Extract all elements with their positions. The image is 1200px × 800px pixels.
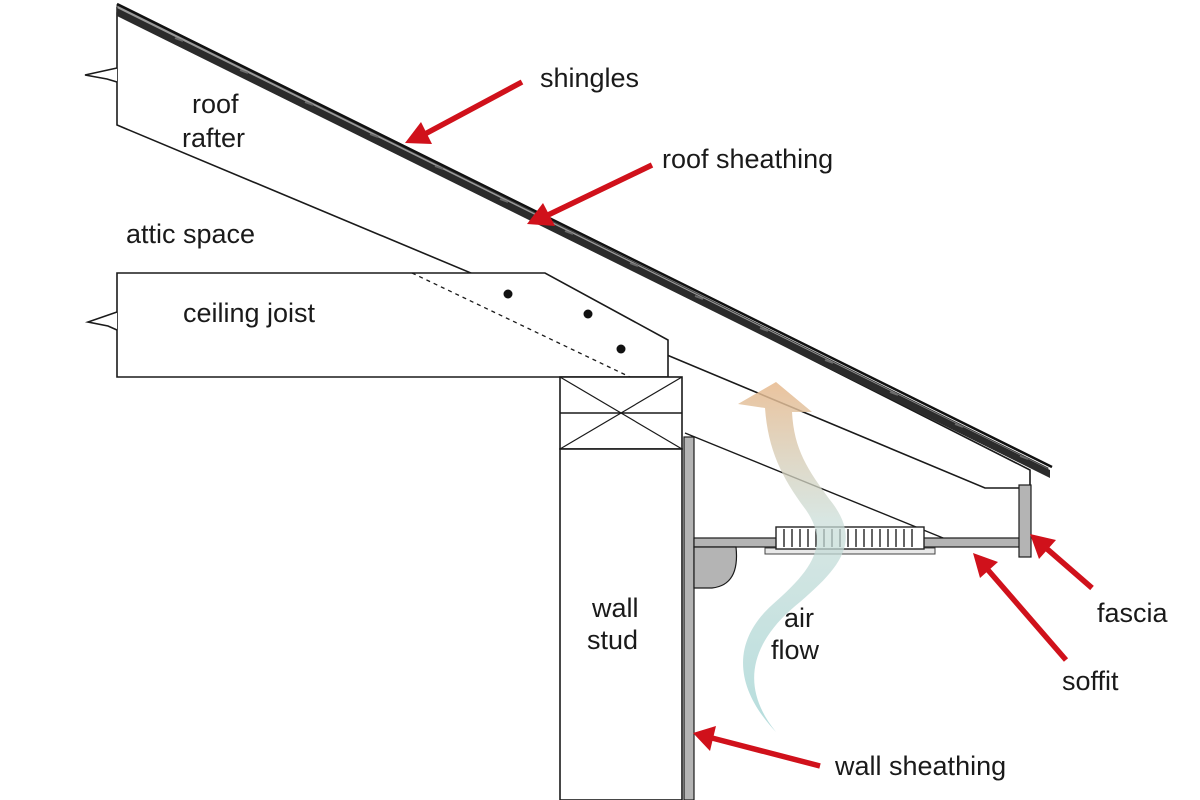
label-roof-rafter-line1: roof <box>192 89 239 119</box>
label-ceiling-joist: ceiling joist <box>183 298 316 328</box>
label-wall-stud-line1: wall <box>591 593 639 623</box>
label-roof-rafter-line2: rafter <box>182 123 245 153</box>
label-attic-space: attic space <box>126 219 255 249</box>
shingles <box>116 2 1053 478</box>
wall-sheathing <box>683 436 695 800</box>
curved-arrow-icon <box>738 382 846 732</box>
label-shingles: shingles <box>540 63 639 93</box>
soffit-vent-icon <box>775 526 925 550</box>
ceiling-joist <box>84 272 669 378</box>
top-plate <box>559 376 683 450</box>
red-arrow-icon <box>405 79 1094 769</box>
wall-stud <box>559 448 683 800</box>
label-soffit: soffit <box>1062 666 1119 696</box>
fascia <box>1018 484 1032 558</box>
label-wall-stud-line2: stud <box>587 625 638 655</box>
label-wall-sheathing: wall sheathing <box>834 751 1006 781</box>
label-roof-sheathing: roof sheathing <box>662 144 833 174</box>
label-air-flow-line1: air <box>784 603 814 633</box>
label-fascia: fascia <box>1097 598 1169 628</box>
label-air-flow-line2: flow <box>771 635 820 665</box>
